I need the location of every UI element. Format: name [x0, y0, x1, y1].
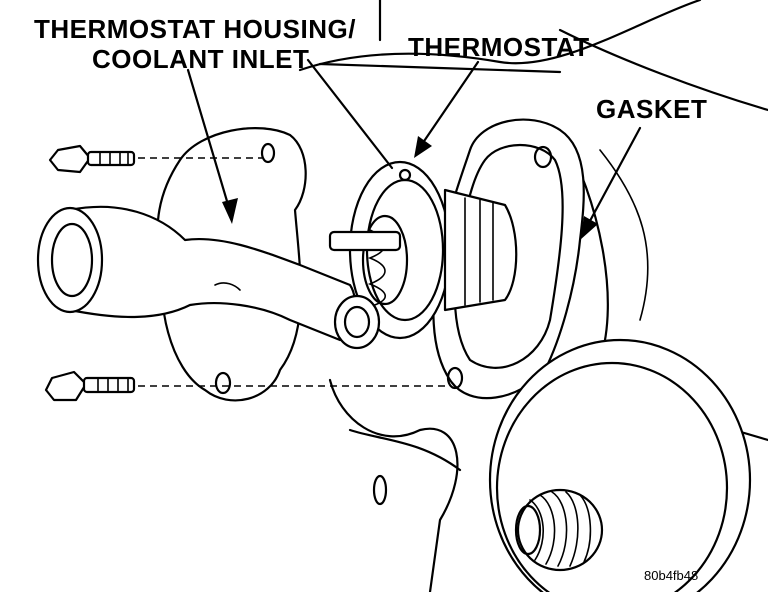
- figure-code: 80b4fb48: [644, 568, 699, 583]
- thermostat-housing-label-line1: THERMOSTAT HOUSING/: [34, 14, 356, 44]
- gasket-label: GASKET: [596, 94, 708, 124]
- thermostat-housing-label-line2: COOLANT INLET: [92, 44, 310, 74]
- pulley: [488, 338, 752, 592]
- upper-bolt: [48, 144, 136, 174]
- lower-bolt: [44, 370, 136, 402]
- thermostat-label: THERMOSTAT: [408, 32, 590, 62]
- label-leaders: [186, 58, 642, 240]
- thermostat: [328, 160, 518, 340]
- thermostat-housing: [36, 127, 381, 402]
